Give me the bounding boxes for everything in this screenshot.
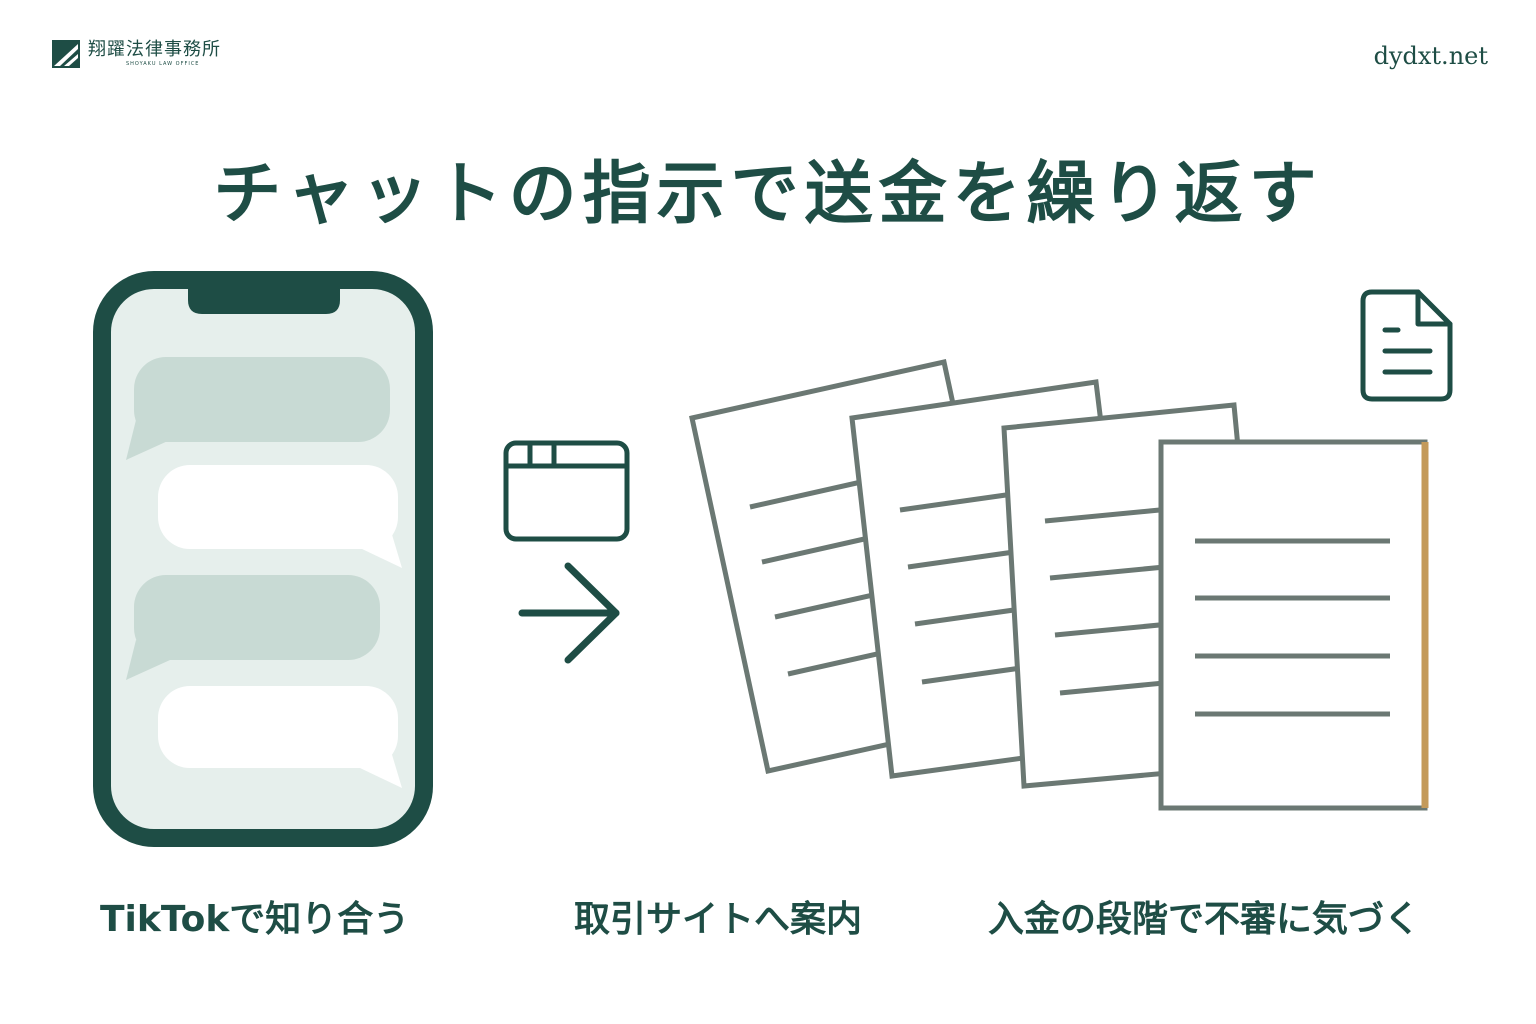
step-caption-3: 入金の段階で不審に気づく bbox=[988, 899, 1421, 940]
document-stack-icon bbox=[689, 359, 1428, 811]
logo-mark-icon bbox=[52, 40, 80, 68]
step-caption-1: TikTokで知り合う bbox=[100, 899, 410, 940]
chat-bubble-sent bbox=[158, 465, 402, 568]
logo: 翔躍法律事務所 SHOYAKU LAW OFFICE bbox=[52, 40, 221, 68]
logo-subtitle: SHOYAKU LAW OFFICE bbox=[126, 61, 200, 67]
arrow-right-icon bbox=[518, 562, 620, 664]
chat-bubble-received bbox=[126, 357, 390, 460]
paper-front bbox=[1158, 439, 1428, 811]
page-title: チャットの指示で送金を繰り返す bbox=[213, 154, 1323, 234]
file-icon bbox=[1360, 289, 1453, 402]
browser-window-icon bbox=[503, 440, 630, 542]
logo-name: 翔躍法律事務所 bbox=[88, 39, 221, 60]
chat-bubble-received bbox=[126, 575, 380, 680]
smartphone-chat-icon bbox=[93, 271, 433, 847]
chat-bubble-sent bbox=[158, 686, 402, 788]
step-caption-2: 取引サイトへ案内 bbox=[574, 899, 863, 940]
site-url: dydxt.net bbox=[1373, 42, 1488, 70]
